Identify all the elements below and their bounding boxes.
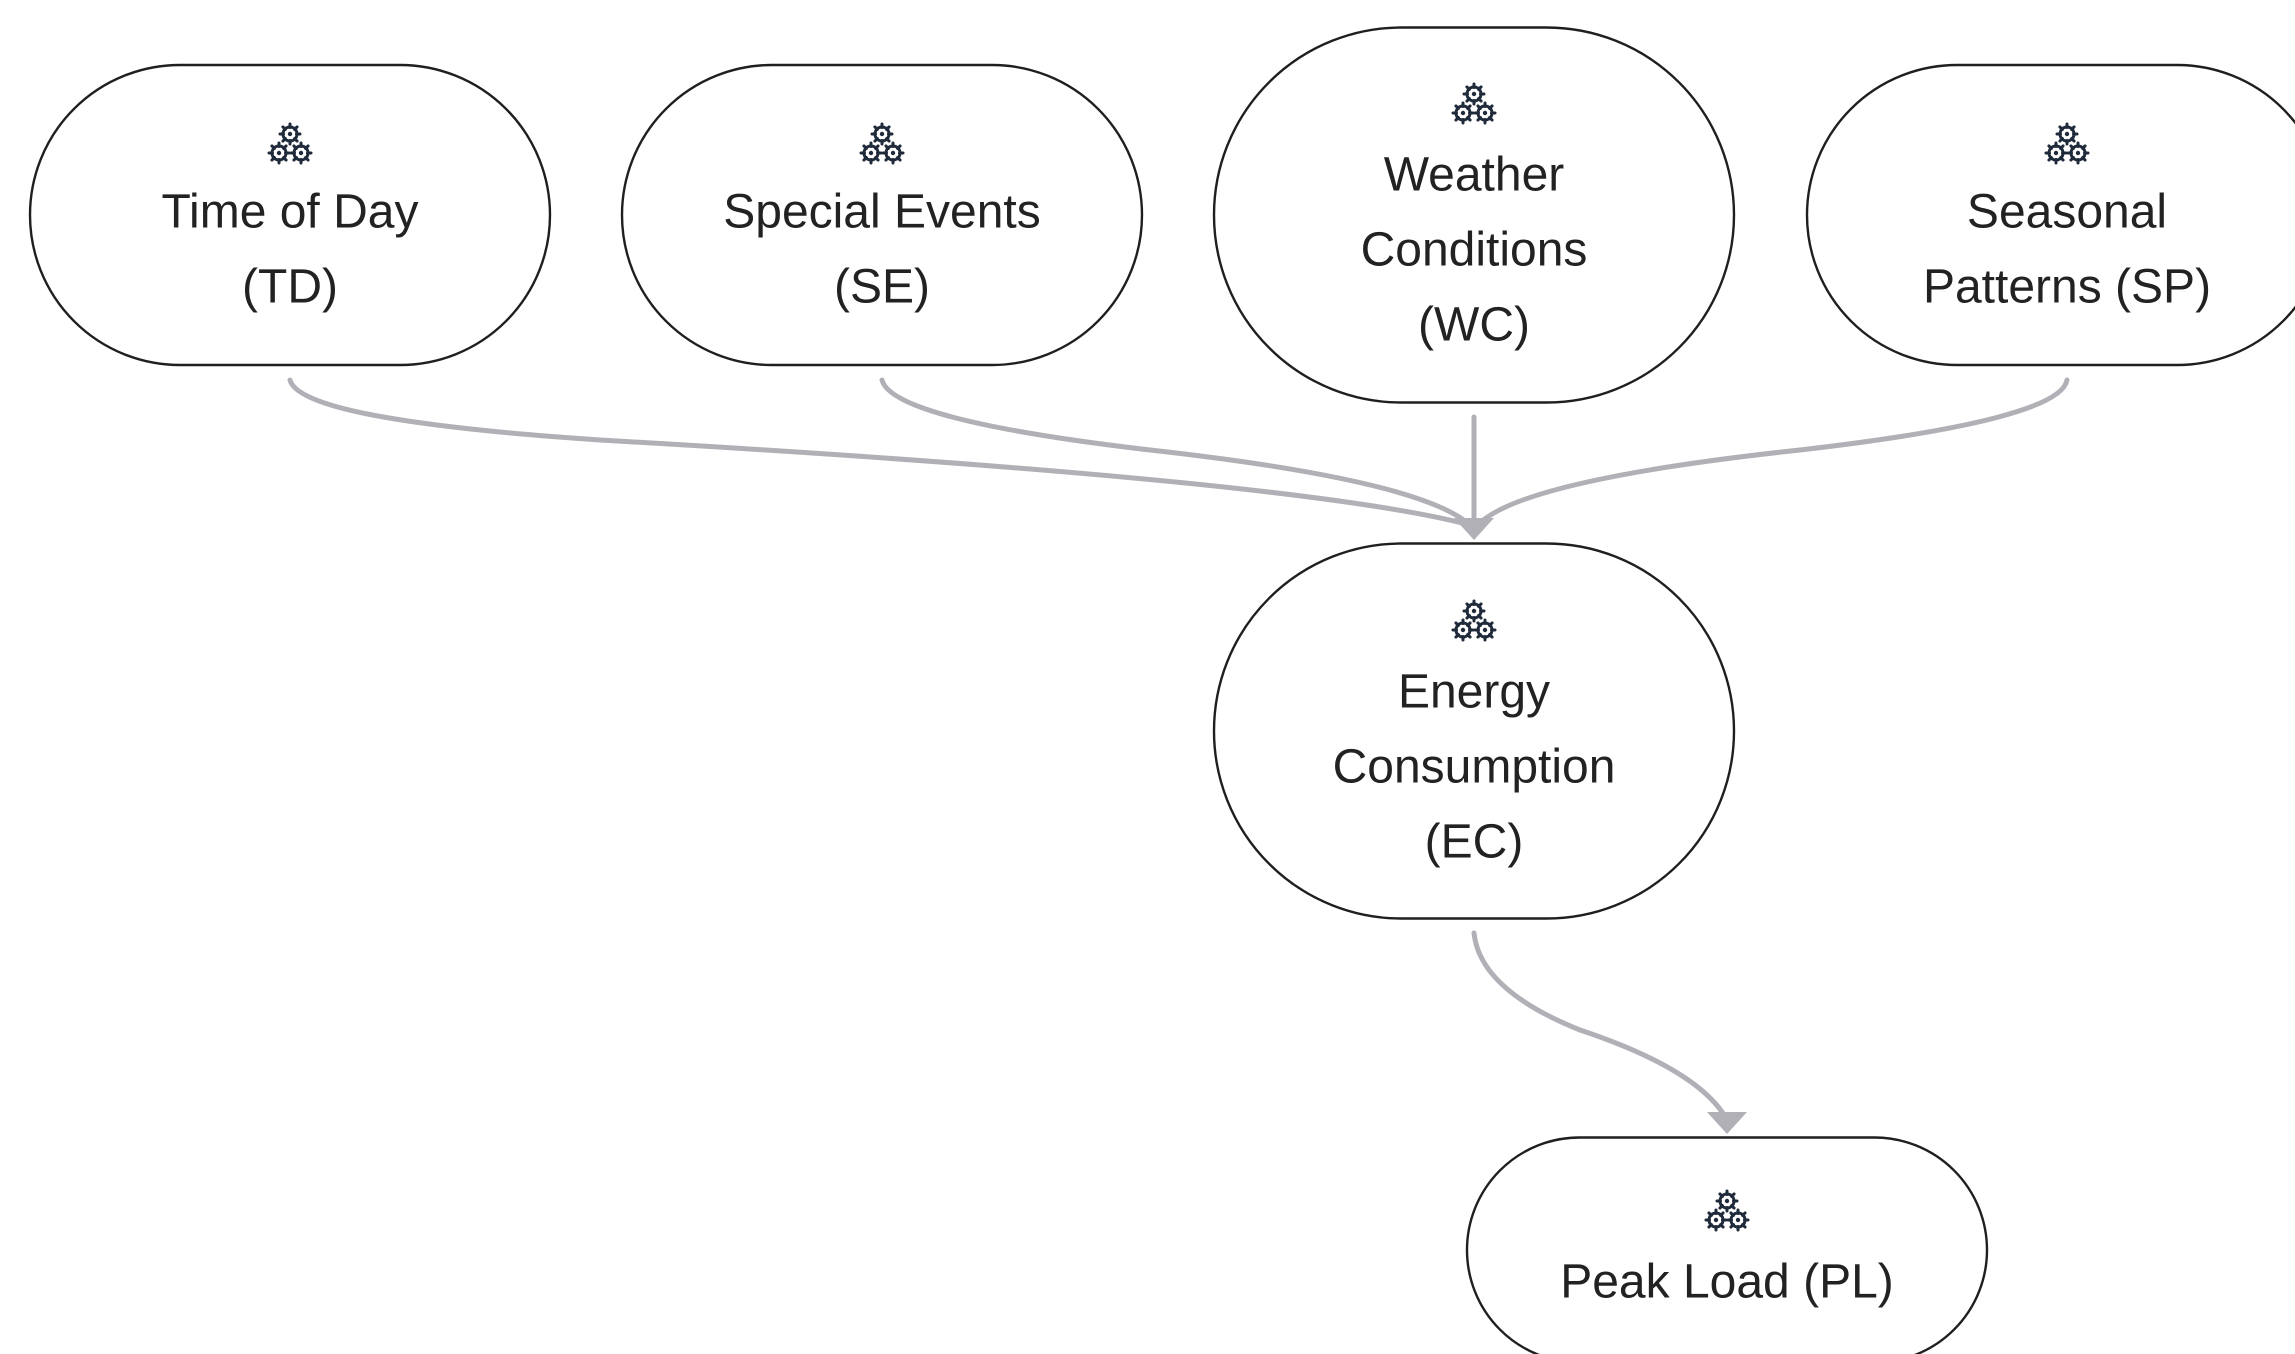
gear-icon: [1462, 82, 1486, 106]
gear-icon: [1473, 101, 1497, 125]
node-td[interactable]: Time of Day (TD): [28, 63, 552, 367]
gear-icon: [859, 141, 883, 165]
gears-icon: [267, 122, 313, 165]
node-label-line: (TD): [242, 261, 338, 314]
gear-icon: [1451, 101, 1475, 125]
gear-icon: [2055, 122, 2079, 146]
gear-icon: [278, 122, 302, 146]
edge-sp-to-ec: [1475, 377, 2070, 528]
gears-icon: [2044, 122, 2090, 165]
node-label-line: Conditions: [1361, 224, 1588, 277]
edge-td-to-ec: [287, 377, 1473, 528]
node-label-line: Peak Load (PL): [1560, 1256, 1894, 1309]
gears-icon: [1451, 599, 1497, 642]
node-label-line: Seasonal: [1967, 186, 2167, 239]
node-label-line: Special Events: [723, 186, 1041, 239]
gears-icon: [1451, 82, 1497, 125]
node-shape: [1805, 63, 2295, 367]
gear-icon: [1462, 599, 1486, 623]
node-label-line: (EC): [1425, 816, 1524, 869]
arrowhead-ec: [1454, 518, 1494, 540]
gear-icon: [1715, 1189, 1739, 1213]
node-label-line: (WC): [1418, 299, 1530, 352]
gear-icon: [2044, 141, 2068, 165]
edges-layer: [287, 377, 2070, 1134]
arrowhead-pl: [1707, 1112, 1747, 1134]
node-label-line: Consumption: [1333, 741, 1616, 794]
node-label-line: Energy: [1398, 666, 1550, 719]
gear-icon: [1704, 1208, 1728, 1232]
node-label-line: Time of Day: [162, 186, 419, 239]
gears-icon: [1704, 1189, 1750, 1232]
node-label-line: Weather: [1384, 149, 1565, 202]
node-shape: [1212, 26, 1736, 404]
gear-icon: [2066, 141, 2090, 165]
nodes-layer: Time of Day (TD) Special Events (SE) Weather…: [28, 26, 2295, 1354]
node-shape: [1465, 1136, 1989, 1354]
edge-ec-to-pl: [1471, 930, 1730, 1123]
gear-icon: [267, 141, 291, 165]
node-shape: [620, 63, 1144, 367]
gear-icon: [1451, 618, 1475, 642]
node-pl[interactable]: Peak Load (PL): [1465, 1136, 1989, 1354]
gear-icon: [289, 141, 313, 165]
gear-icon: [870, 122, 894, 146]
gear-icon: [881, 141, 905, 165]
gear-icon: [1473, 618, 1497, 642]
node-shape: [28, 63, 552, 367]
node-label-line: (SE): [834, 261, 930, 314]
node-label-line: Patterns (SP): [1923, 261, 2211, 314]
node-shape: [1212, 542, 1736, 920]
gear-icon: [1726, 1208, 1750, 1232]
gears-icon: [859, 122, 905, 165]
edge-se-to-ec: [879, 377, 1473, 528]
node-se[interactable]: Special Events (SE): [620, 63, 1144, 367]
